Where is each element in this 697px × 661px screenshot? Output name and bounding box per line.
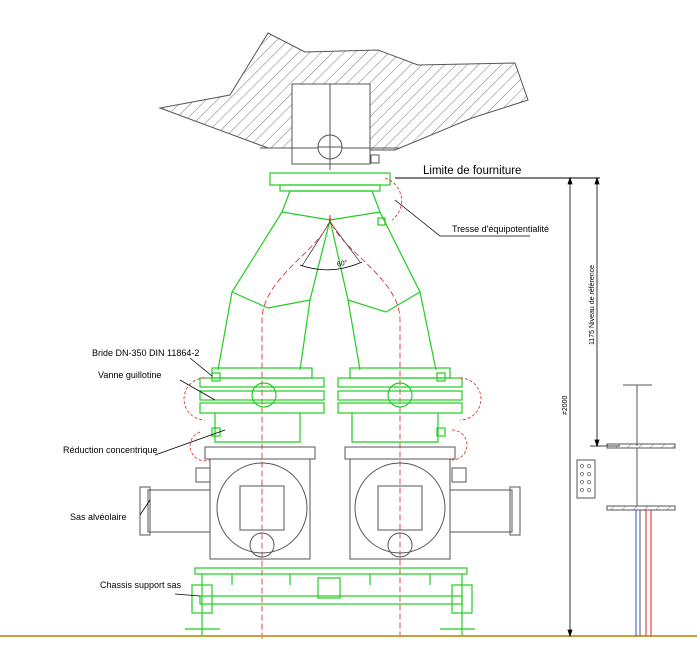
y-chute <box>217 172 437 371</box>
reference-structure <box>576 384 676 511</box>
vent-panel <box>576 459 596 499</box>
leaders <box>139 199 530 597</box>
centerlines <box>261 214 401 640</box>
angle-label: 60° <box>336 258 348 268</box>
red-arcs <box>183 177 482 462</box>
dimension-lines <box>567 176 620 638</box>
rotary-valve-label: Sas alvéolaire <box>70 512 127 522</box>
gate-valve-label: Vanne guillotine <box>98 370 161 380</box>
right-stack <box>337 367 463 443</box>
hopper-hatched-body <box>158 32 529 151</box>
overall-height-label: ≠2000 <box>562 395 569 415</box>
chassis <box>185 567 475 636</box>
supply-limit-label: Limite de fourniture <box>423 165 521 177</box>
left-stack <box>199 367 325 443</box>
reference-level-label: 1175 Niveau de référence <box>589 265 596 345</box>
rotary-valve-right <box>344 446 521 560</box>
reference-pipes <box>635 510 652 636</box>
supply-limit: Limite de fourniture <box>395 165 600 179</box>
braid-clip <box>377 217 386 226</box>
angle-indicator: 60° <box>299 221 363 271</box>
top-flange <box>269 172 391 186</box>
flange-label: Bride DN-350 DIN 11864-2 <box>92 348 199 358</box>
concentric-reduction-label: Réduction concentrique <box>63 445 158 455</box>
ground-lug <box>370 154 380 164</box>
chassis-label: Chassis support sas <box>100 580 182 590</box>
hopper-structure <box>158 32 529 170</box>
equipotential-braid-label: Tresse d'équipotentialité <box>452 224 549 234</box>
rotary-valve-left <box>139 446 316 560</box>
